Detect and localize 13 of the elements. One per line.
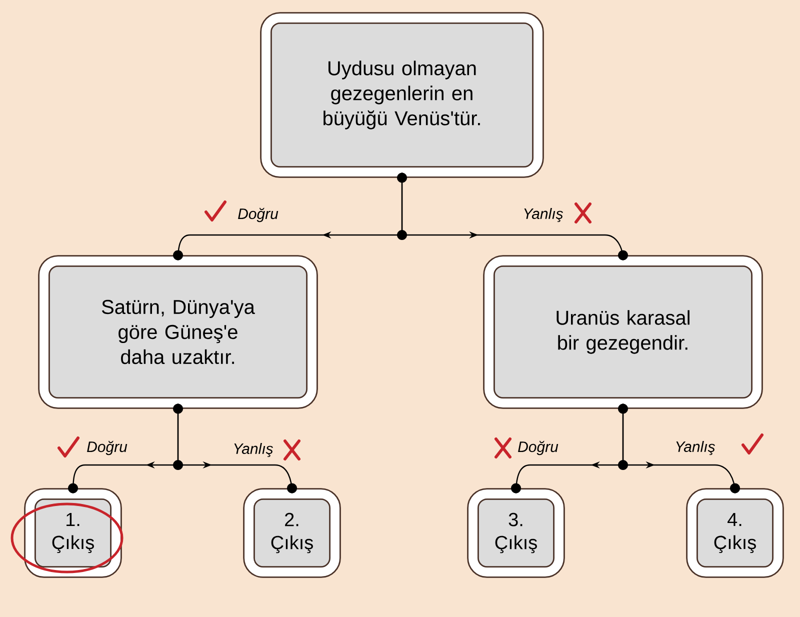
process-box: Uranüs karasal bir gezegendir. <box>483 255 763 409</box>
edge-label: Yanlış <box>524 208 563 222</box>
process-box: 2. Çıkış <box>243 488 341 578</box>
edge-label: Yanlış <box>234 443 273 457</box>
process-box: 4. Çıkış <box>686 488 784 578</box>
edge-label: Doğru <box>238 208 278 222</box>
edge-label: Yanlış <box>676 441 715 455</box>
edge-label: Doğru <box>87 440 128 456</box>
edge-label: Doğru <box>518 440 558 456</box>
process-box: Uydusu olmayan gezegenlerin en büyüğü Venüs'tür. <box>260 12 544 178</box>
process-box: 1. Çıkış <box>24 488 122 578</box>
process-box: Satürn, Dünya'ya göre Güneş'e daha uzaktır. <box>38 255 318 409</box>
process-box: 3. Çıkış <box>467 488 565 578</box>
